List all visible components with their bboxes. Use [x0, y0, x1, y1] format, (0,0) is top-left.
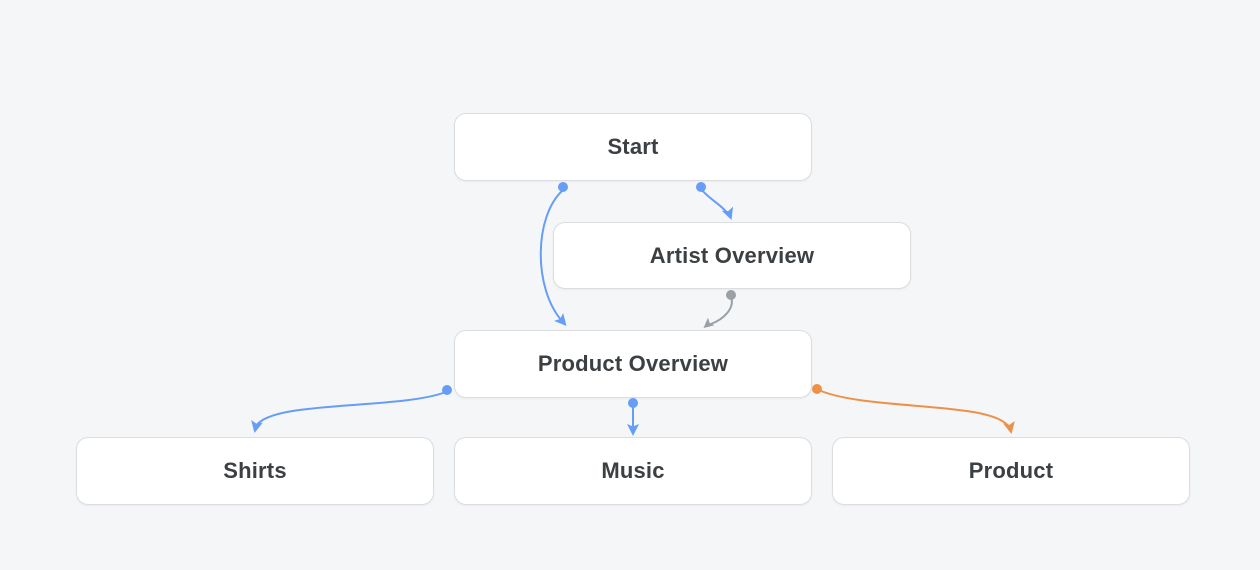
node-artist-overview[interactable]: Artist Overview — [553, 222, 911, 289]
node-music-label: Music — [601, 458, 665, 483]
edge-arrowhead — [627, 424, 639, 436]
node-start[interactable]: Start — [454, 113, 812, 181]
node-start-label: Start — [607, 134, 659, 159]
node-shirts-label: Shirts — [223, 458, 287, 483]
node-product-overview-label: Product Overview — [537, 351, 729, 376]
edge-start-to-artist-overview[interactable] — [696, 182, 737, 222]
edge-source-dot[interactable] — [696, 182, 706, 192]
edge-arrowhead — [251, 420, 263, 433]
edge-path — [820, 390, 1010, 428]
node-product-label: Product — [968, 458, 1054, 483]
edge-source-dot[interactable] — [442, 385, 452, 395]
edge-arrowhead — [1003, 421, 1015, 434]
edge-source-dot[interactable] — [812, 384, 822, 394]
edge-source-dot[interactable] — [558, 182, 568, 192]
node-artist-overview-label: Artist Overview — [649, 242, 815, 268]
edge-path — [710, 296, 733, 325]
node-product-overview[interactable]: Product Overview — [454, 330, 812, 398]
node-product[interactable]: Product — [832, 437, 1190, 505]
edge-path — [255, 391, 447, 427]
edge-artist-overview-to-product-overview[interactable] — [700, 290, 736, 332]
node-shirts[interactable]: Shirts — [76, 437, 434, 505]
edge-source-dot[interactable] — [726, 290, 736, 300]
edge-product-overview-to-music[interactable] — [627, 398, 639, 436]
edge-source-dot[interactable] — [628, 398, 638, 408]
node-music[interactable]: Music — [454, 437, 812, 505]
edge-product-overview-to-product[interactable] — [812, 384, 1017, 435]
edge-arrowhead — [721, 206, 734, 220]
edge-arrowhead — [554, 313, 567, 326]
edge-path — [700, 188, 730, 216]
edge-product-overview-to-shirts[interactable] — [249, 385, 452, 434]
